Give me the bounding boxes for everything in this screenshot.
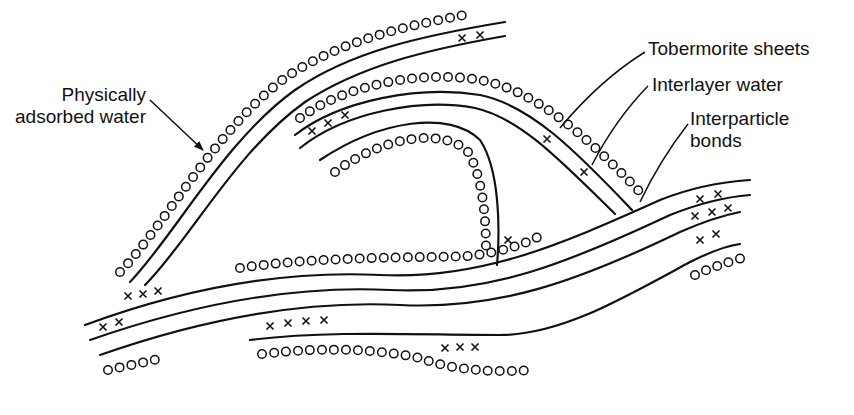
- cross-mark: [709, 209, 716, 216]
- cross-mark: [116, 319, 123, 326]
- cross-mark: [442, 345, 449, 352]
- leader-line: [592, 86, 648, 165]
- cross-mark: [325, 120, 332, 127]
- cross-mark: [581, 169, 588, 176]
- cross-mark: [303, 318, 310, 325]
- circle-row: [335, 138, 486, 250]
- circle-row: [695, 258, 742, 275]
- circle-row: [695, 258, 742, 275]
- cross-mark: [459, 35, 466, 42]
- circle-row: [335, 138, 486, 250]
- adsorbed-water-circles: [108, 14, 742, 371]
- sheet-line: [130, 22, 505, 282]
- cross-mark: [477, 32, 484, 39]
- sheet-label: Tobermorite sheets: [648, 38, 810, 60]
- water-label: Physically adsorbed water: [4, 84, 146, 128]
- cross-mark: [342, 112, 349, 119]
- interlayer-crosses: [100, 32, 732, 352]
- sheet-line: [250, 244, 740, 340]
- circle-row: [120, 14, 470, 272]
- circle-row: [262, 350, 530, 371]
- cross-mark: [715, 191, 722, 198]
- cross-mark: [100, 324, 107, 331]
- sheet-line: [300, 105, 615, 214]
- bond-label: Interparticle bonds: [690, 108, 830, 152]
- cross-mark: [140, 291, 147, 298]
- circle-row: [108, 358, 162, 370]
- leader-lines: [150, 52, 688, 202]
- circle-rings: [108, 14, 742, 371]
- cross-mark: [457, 344, 464, 351]
- sheet-line: [145, 36, 505, 285]
- circle-holes: [108, 14, 742, 371]
- cross-mark: [544, 136, 551, 143]
- cross-mark: [125, 293, 132, 300]
- cross-mark: [309, 128, 316, 135]
- leader-line: [150, 100, 203, 150]
- cross-mark: [472, 344, 479, 351]
- interlayer-label: Interlayer water: [652, 74, 783, 96]
- cross-mark: [692, 213, 699, 220]
- cross-mark: [713, 231, 720, 238]
- tobermorite-sheets: [85, 22, 750, 355]
- circle-row: [108, 358, 162, 370]
- circle-row: [120, 14, 470, 272]
- cross-mark: [321, 317, 328, 324]
- sheet-line: [90, 195, 750, 340]
- leader-line: [640, 124, 688, 202]
- cross-mark: [697, 196, 704, 203]
- cross-mark: [285, 320, 292, 327]
- cross-mark: [155, 288, 162, 295]
- cross-mark: [725, 205, 732, 212]
- sheet-line: [100, 212, 740, 355]
- cross-mark: [505, 237, 512, 244]
- sheet-line: [295, 92, 632, 210]
- circle-row: [262, 350, 530, 371]
- cross-mark: [267, 323, 274, 330]
- cross-mark: [697, 237, 704, 244]
- leader-line: [560, 52, 645, 128]
- sheet-line: [320, 123, 498, 265]
- sheet-line: [85, 180, 750, 325]
